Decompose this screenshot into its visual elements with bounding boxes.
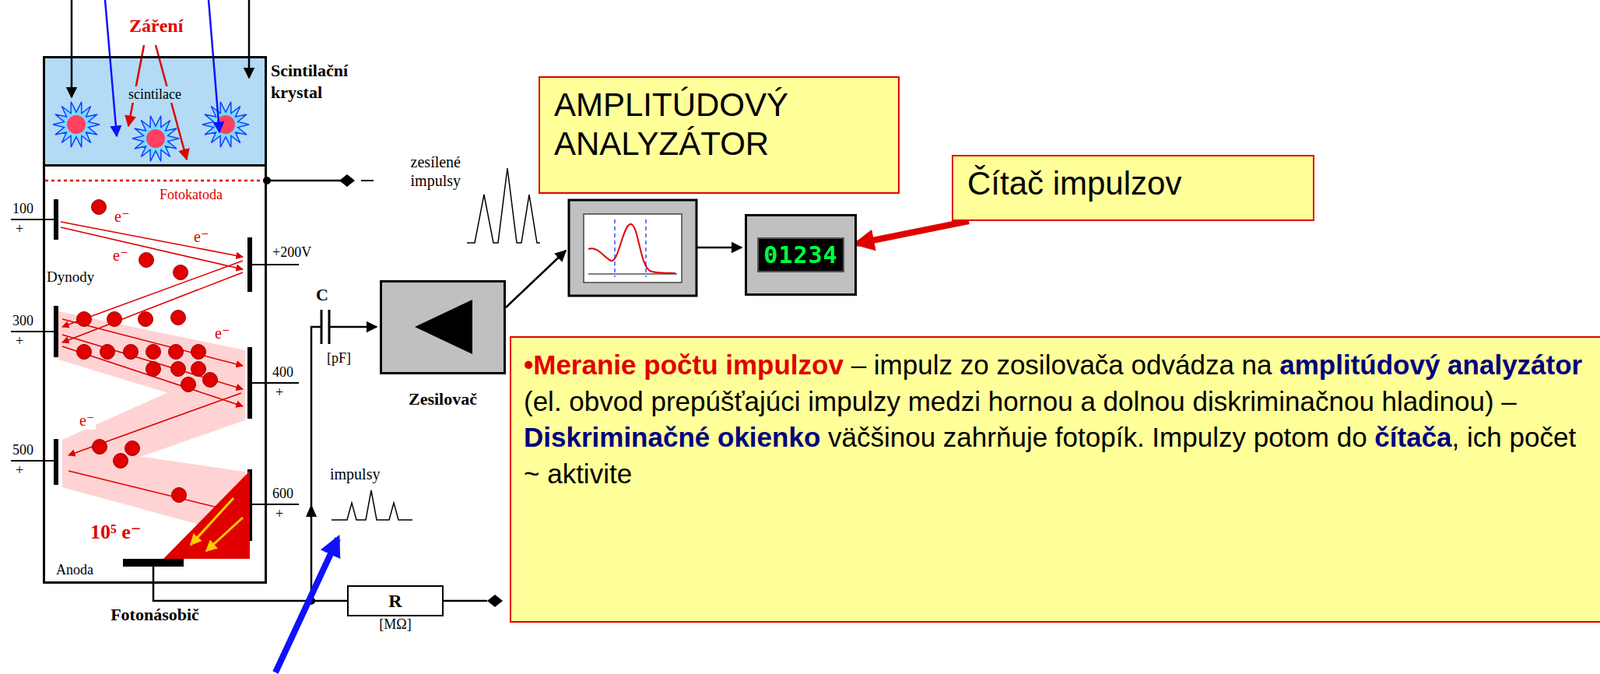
electron-dot: [181, 377, 197, 393]
electron-dot: [77, 344, 92, 360]
pulse-label: impulsy: [329, 465, 380, 484]
explanation-box: •Meranie počtu impulzov – impulz zo zosi…: [509, 336, 1600, 623]
scintillation-flash: [52, 101, 100, 148]
dynode-voltage: 300: [12, 312, 34, 330]
crystal-fill: [42, 56, 267, 167]
photocathode-lead: [263, 174, 374, 187]
pulse-sketch: [331, 490, 413, 520]
term-run: amplitúdový analyzátor: [1279, 349, 1583, 380]
body-run: väčšinou zahrňuje fotopík. Impulzy potom…: [828, 421, 1368, 453]
electron-dot: [146, 344, 162, 360]
electron-dot: [191, 361, 207, 377]
output-terminal: [487, 594, 503, 608]
counter-box: 01234: [744, 214, 857, 296]
amplitude-analyzer: [568, 200, 697, 296]
electron-label: e⁻: [111, 245, 130, 265]
electron-dot: [139, 252, 155, 268]
dynode-polarity: +: [15, 333, 24, 350]
electron-dot: [91, 200, 107, 215]
scintillation-core: [146, 129, 165, 148]
electron-cascade-shading: [58, 311, 246, 537]
electron-label: e⁻: [192, 227, 211, 246]
electron-dot: [107, 312, 123, 327]
scintillation-crystal: Scintilační krystalscintilace: [42, 56, 267, 167]
resistor-label: R: [388, 590, 402, 612]
dynode-voltage: 100: [12, 200, 34, 218]
dynode-voltage: +200V: [272, 244, 312, 261]
crystal-label: scintilace: [126, 86, 184, 103]
electron-dot: [171, 310, 186, 326]
capacitor-unit: [pF]: [326, 350, 351, 367]
amplifier-label: Zesilovač: [358, 389, 527, 410]
radiation-arrows: [71, 0, 250, 160]
electron-dot: [100, 344, 116, 360]
electron-dot: [146, 361, 162, 377]
callout-box: Čítač impulzov: [951, 154, 1315, 222]
callout-text: AMPLITÚDOVÝ ANALYZÁTOR: [554, 85, 885, 165]
electron-count: 10⁵ e⁻: [90, 519, 142, 544]
electron-dot: [173, 265, 189, 281]
dynode-leads: [10, 219, 299, 505]
dynode-label: Dynody: [45, 268, 96, 286]
amplifier-box: Zesilovač: [379, 280, 506, 375]
electron-dot: [92, 439, 108, 455]
body-run: – impulz zo zosilovača odvádza na: [851, 349, 1273, 380]
dynode-voltage: 500: [12, 442, 34, 459]
pointer-arrow: [856, 221, 969, 244]
photomultiplier-tube: Fotonásobič: [42, 166, 267, 584]
scintillation-flash: [202, 101, 250, 148]
electron-dot: [77, 312, 92, 327]
radiation-label: Záření: [129, 15, 183, 37]
callout-text: Čítač impulzov: [967, 164, 1299, 204]
amplified-pulse-sketch: [466, 168, 541, 243]
term-run: čítača: [1374, 421, 1452, 453]
anode-label: Anoda: [56, 561, 94, 579]
dynode-polarity: +: [15, 221, 24, 238]
resistor-unit: [MΩ]: [333, 616, 458, 633]
body-run: (el. obvod prepúšťajúci impulzy medzi ho…: [523, 385, 1517, 417]
electron-label: e⁻: [77, 410, 96, 430]
dynode-polarity: +: [275, 384, 284, 401]
electron-dot: [171, 361, 186, 377]
electron-dot: [171, 487, 187, 503]
scintillation-core: [66, 115, 86, 134]
callout-box: AMPLITÚDOVÝ ANALYZÁTOR: [538, 76, 900, 194]
electron-dot: [203, 372, 218, 388]
dynode-polarity: +: [15, 462, 24, 479]
counter-digits: 01234: [757, 237, 844, 273]
tube-label: Fotonásobič: [21, 604, 288, 625]
crystal-heading: Scintilační krystal: [270, 59, 388, 103]
amplifier-triangle: [382, 282, 504, 372]
pulse-label: zesílené impulsy: [362, 152, 461, 190]
electron-label: e⁻: [112, 207, 131, 226]
dynode-polarity: +: [275, 505, 284, 523]
heading-run: •Meranie počtu impulzov: [523, 349, 844, 380]
photocathode-label: Fotokatoda: [159, 186, 223, 204]
signal-direction: [305, 504, 317, 517]
dynode-voltage: 600: [272, 485, 294, 502]
electron-dot: [113, 453, 129, 469]
scintillation-flash: [132, 115, 179, 162]
avalanche-arrows: [190, 498, 243, 551]
electron-label: e⁻: [213, 323, 232, 343]
capacitor-label: C: [315, 284, 329, 306]
photocathode: [45, 179, 265, 183]
electron-dot: [168, 344, 184, 360]
electron-dot: [125, 441, 141, 457]
electrons: [77, 200, 218, 503]
electron-dot: [123, 344, 139, 360]
electron-avalanche: [163, 470, 250, 559]
amplifier-triangle: [414, 299, 473, 355]
anode: [122, 558, 184, 567]
dynode-voltage: 400: [272, 364, 294, 381]
electron-dot: [138, 312, 154, 327]
term-run: Diskriminačné okienko: [523, 421, 821, 453]
pointer-arrow: [275, 538, 338, 673]
dynodes: [53, 199, 253, 541]
electron-dot: [191, 344, 207, 360]
electron-paths: [60, 221, 243, 514]
resistor-symbol: R[MΩ]: [347, 585, 444, 617]
